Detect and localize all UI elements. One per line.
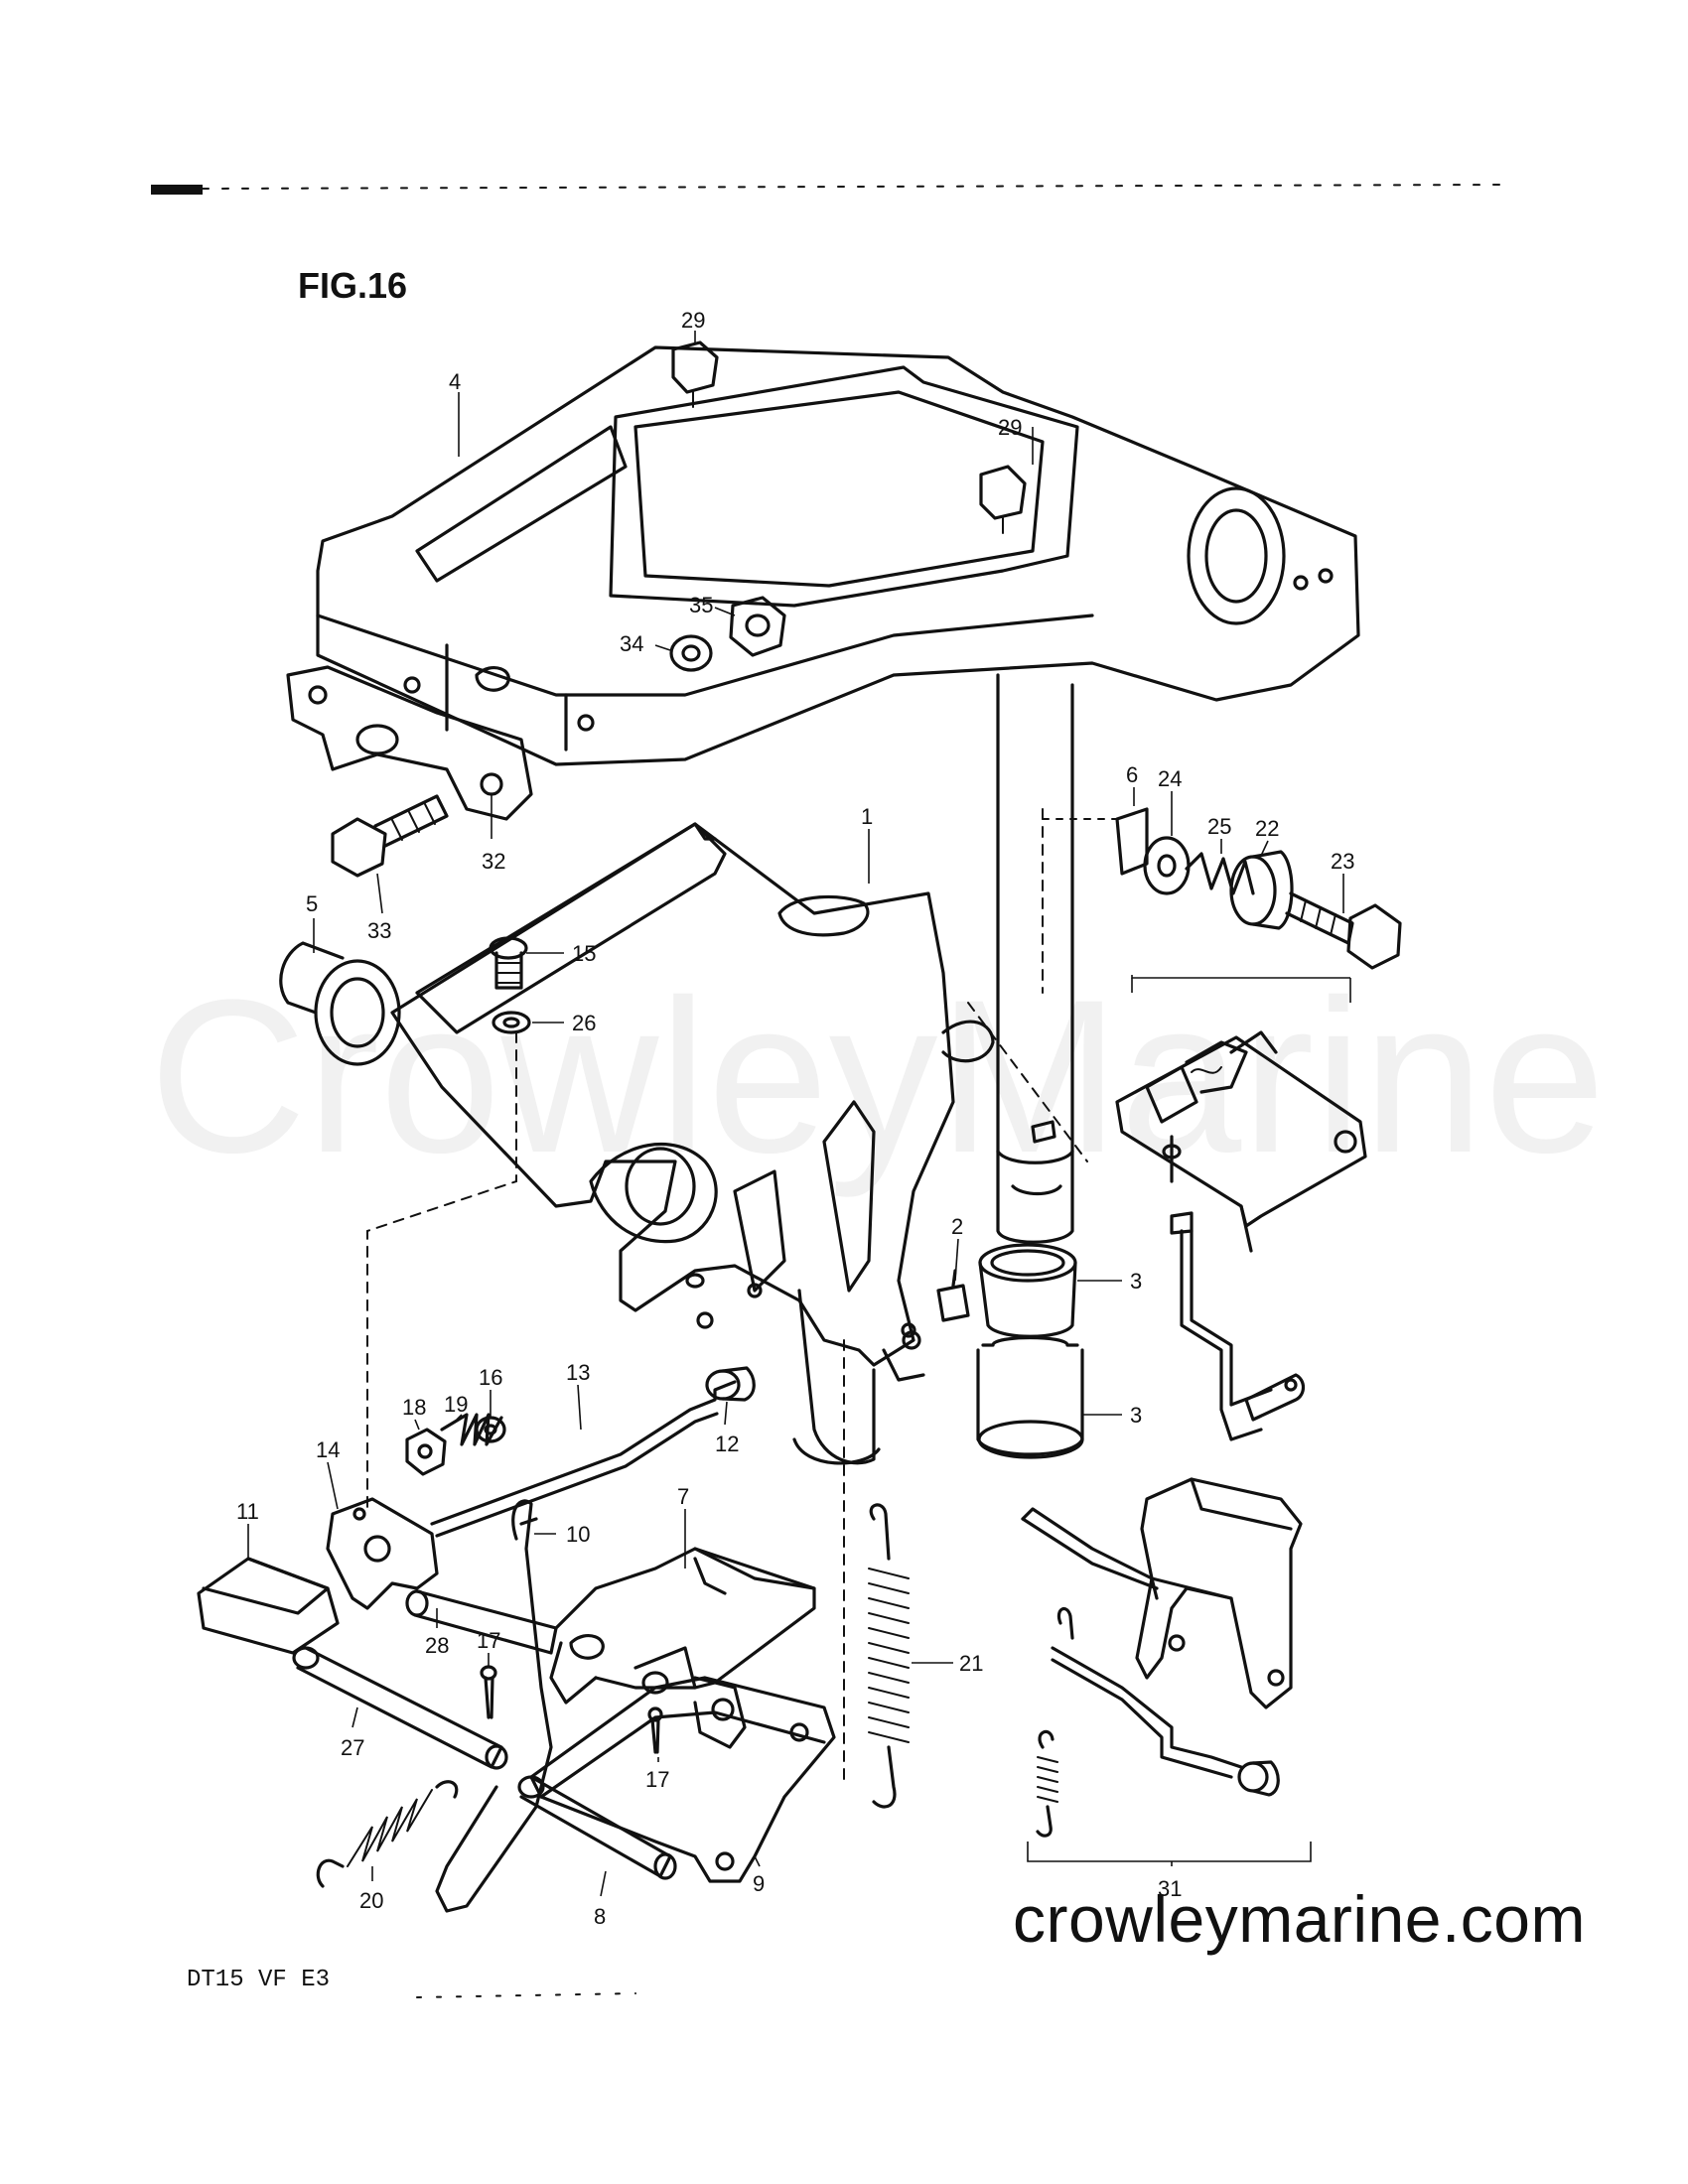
spring-21[interactable] xyxy=(868,1503,910,1809)
clamp-bracket-1[interactable] xyxy=(390,822,995,1465)
spring-25[interactable] xyxy=(1185,852,1255,895)
callout-20: 20 xyxy=(359,1888,383,1913)
callout-25: 25 xyxy=(1207,814,1231,839)
callout-9: 9 xyxy=(753,1871,765,1896)
callout-3a: 3 xyxy=(1130,1269,1142,1294)
callout-7: 7 xyxy=(677,1484,689,1509)
pin-8[interactable] xyxy=(517,1775,677,1880)
washer-24[interactable] xyxy=(1143,836,1191,895)
bushing-3-upper[interactable] xyxy=(978,1243,1077,1338)
bracket-14[interactable] xyxy=(326,1497,439,1610)
callout-2: 2 xyxy=(951,1214,963,1239)
callout-19: 19 xyxy=(444,1392,468,1417)
swivel-bracket-frame[interactable] xyxy=(316,345,1360,766)
callout-17a: 17 xyxy=(477,1628,500,1653)
callout-labels: 4 29 29 35 34 32 33 5 1 15 26 6 24 25 22… xyxy=(236,308,1354,1929)
nut-33[interactable] xyxy=(729,596,786,657)
header-rule xyxy=(151,184,1510,195)
callout-1: 1 xyxy=(861,804,873,829)
steering-tube[interactable] xyxy=(996,673,1074,1244)
callout-15: 15 xyxy=(572,941,596,966)
leader-lines xyxy=(247,331,1351,1897)
callout-4: 4 xyxy=(449,369,461,394)
stopper-29-right[interactable] xyxy=(979,465,1027,534)
reverse-lock-assembly-34[interactable] xyxy=(1021,1477,1303,1838)
cotter-pin-17-left[interactable] xyxy=(480,1665,497,1719)
callout-6: 6 xyxy=(1126,762,1138,787)
tilt-lever-9[interactable] xyxy=(529,1646,836,1883)
callout-28: 28 xyxy=(425,1633,449,1658)
bushing-22[interactable] xyxy=(1229,850,1294,930)
footer-url[interactable]: crowleymarine.com xyxy=(1013,1882,1586,1956)
bushing-3-lower[interactable] xyxy=(976,1335,1084,1459)
pin-27[interactable] xyxy=(292,1646,508,1770)
pad-11[interactable] xyxy=(197,1557,340,1655)
figure-title: FIG.16 xyxy=(298,265,407,306)
callout-30: 32 xyxy=(482,849,505,874)
callout-16: 16 xyxy=(479,1365,502,1390)
nut-18[interactable] xyxy=(405,1428,447,1476)
callout-26: 26 xyxy=(572,1011,596,1035)
bolt-23[interactable] xyxy=(1285,891,1402,970)
callout-12: 12 xyxy=(715,1432,739,1456)
washer-16[interactable] xyxy=(475,1416,506,1443)
pin-28[interactable] xyxy=(405,1589,558,1655)
callout-14: 14 xyxy=(316,1437,340,1462)
callout-27: 27 xyxy=(341,1735,364,1760)
callout-8: 8 xyxy=(594,1904,606,1929)
callout-5: 5 xyxy=(306,891,318,916)
callout-22: 22 xyxy=(1255,816,1279,841)
rod-13[interactable] xyxy=(430,1380,737,1538)
callout-11: 11 xyxy=(236,1499,259,1524)
bolt-31[interactable] xyxy=(331,794,449,878)
spring-20[interactable] xyxy=(316,1780,459,1888)
collar-12[interactable] xyxy=(705,1366,756,1402)
tilt-bracket-7[interactable] xyxy=(549,1547,816,1749)
wire-spring-10[interactable] xyxy=(435,1499,553,1913)
stopper-29-top[interactable] xyxy=(671,341,719,408)
watermark-text: CrowleyMarine xyxy=(149,954,1606,1198)
cotter-pin-17-right[interactable] xyxy=(647,1706,663,1754)
callout-29b: 29 xyxy=(998,415,1022,440)
lever-assembly-35[interactable] xyxy=(1115,1030,1367,1441)
callout-23: 23 xyxy=(1331,849,1354,874)
grease-nipple-2[interactable] xyxy=(936,1269,970,1322)
callout-32: 34 xyxy=(620,631,643,656)
callout-10: 10 xyxy=(566,1522,590,1547)
callout-13: 13 xyxy=(566,1360,590,1385)
callout-34: 31 xyxy=(1158,1876,1182,1901)
callout-17b: 17 xyxy=(645,1767,669,1792)
callout-18: 18 xyxy=(402,1395,426,1420)
callout-29a: 29 xyxy=(681,308,705,333)
model-code: DT15 VF E3 xyxy=(187,1967,330,1993)
callout-21: 21 xyxy=(959,1651,983,1676)
callout-33: 35 xyxy=(689,593,713,617)
plate-30[interactable] xyxy=(286,665,533,821)
callout-3b: 3 xyxy=(1130,1403,1142,1428)
bolt-15[interactable] xyxy=(489,936,528,990)
callout-24: 24 xyxy=(1158,766,1182,791)
alignment-lines xyxy=(366,808,1118,1788)
washer-32[interactable] xyxy=(669,634,713,672)
washer-26[interactable] xyxy=(492,1011,531,1034)
bushing-5[interactable] xyxy=(279,941,401,1066)
callout-31: 33 xyxy=(367,918,391,943)
plate-6[interactable] xyxy=(1115,807,1149,876)
